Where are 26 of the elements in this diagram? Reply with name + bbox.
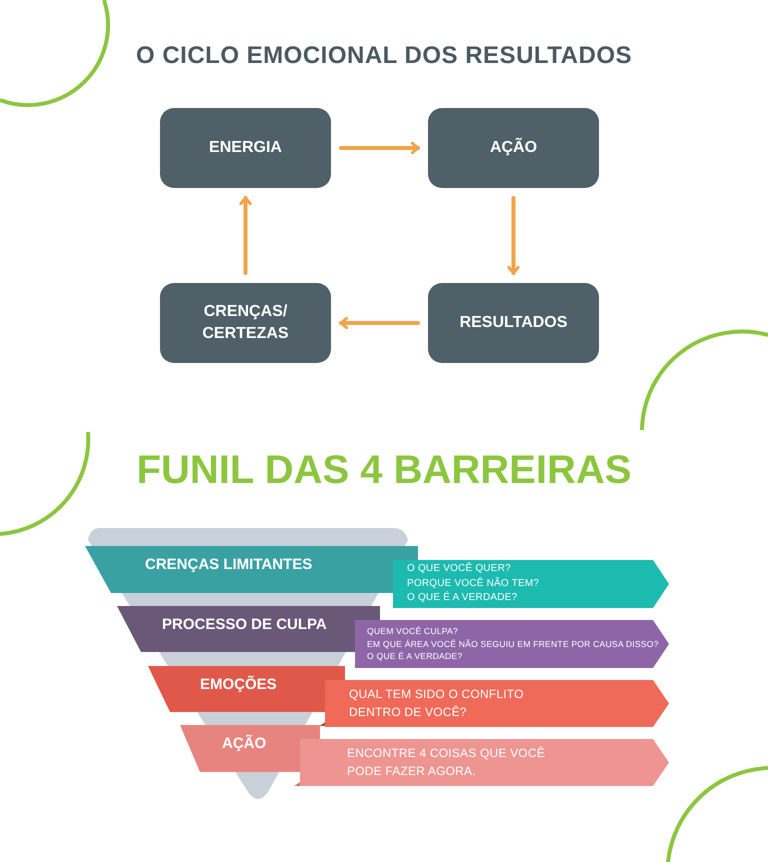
box-label: CRENÇAS/ CERTEZAS bbox=[201, 302, 290, 344]
arrow bbox=[339, 316, 420, 330]
question-text: EM QUE ÁREA VOCÊ NÃO SEGUIU EM FRENTE POR CAUSA DISSO? bbox=[367, 638, 660, 650]
band-label: EMOÇÕES bbox=[200, 676, 277, 692]
arrow bbox=[507, 196, 520, 275]
process-box bbox=[160, 108, 331, 188]
arrow bbox=[239, 196, 252, 275]
band-label: PROCESSO DE CULPA bbox=[162, 616, 327, 632]
question-text: PORQUE VOCÊ NÃO TEM? bbox=[407, 576, 540, 591]
question-text: ENCONTRE 4 COISAS QUE VOCÊ PODE FAZER AGORA. bbox=[347, 745, 546, 780]
box-label: AÇÃO bbox=[488, 136, 538, 158]
box-label: RESULTADOS bbox=[458, 312, 568, 333]
band-label: CRENÇAS LIMITANTES bbox=[145, 556, 312, 573]
heading: FUNIL DAS 4 BARREIRAS bbox=[136, 448, 632, 493]
question-text: O QUE É A VERDADE? bbox=[367, 650, 464, 663]
process-box bbox=[160, 283, 331, 363]
question-text: O QUE É A VERDADE? bbox=[407, 591, 518, 606]
band-label: AÇÃO bbox=[222, 735, 266, 752]
question-text: QUAL TEM SIDO O CONFLITO DENTRO DE VOCÊ? bbox=[349, 686, 525, 720]
question-text: O QUE VOCÊ QUER? bbox=[407, 562, 512, 576]
title: O CICLO EMOCIONAL DOS RESULTADOS bbox=[134, 42, 633, 70]
process-box bbox=[428, 283, 599, 363]
process-box bbox=[428, 108, 599, 188]
arrow bbox=[339, 142, 420, 154]
question-text: QUEM VOCÊ CULPA? bbox=[367, 625, 459, 638]
box-label: ENERGIA bbox=[208, 138, 283, 158]
